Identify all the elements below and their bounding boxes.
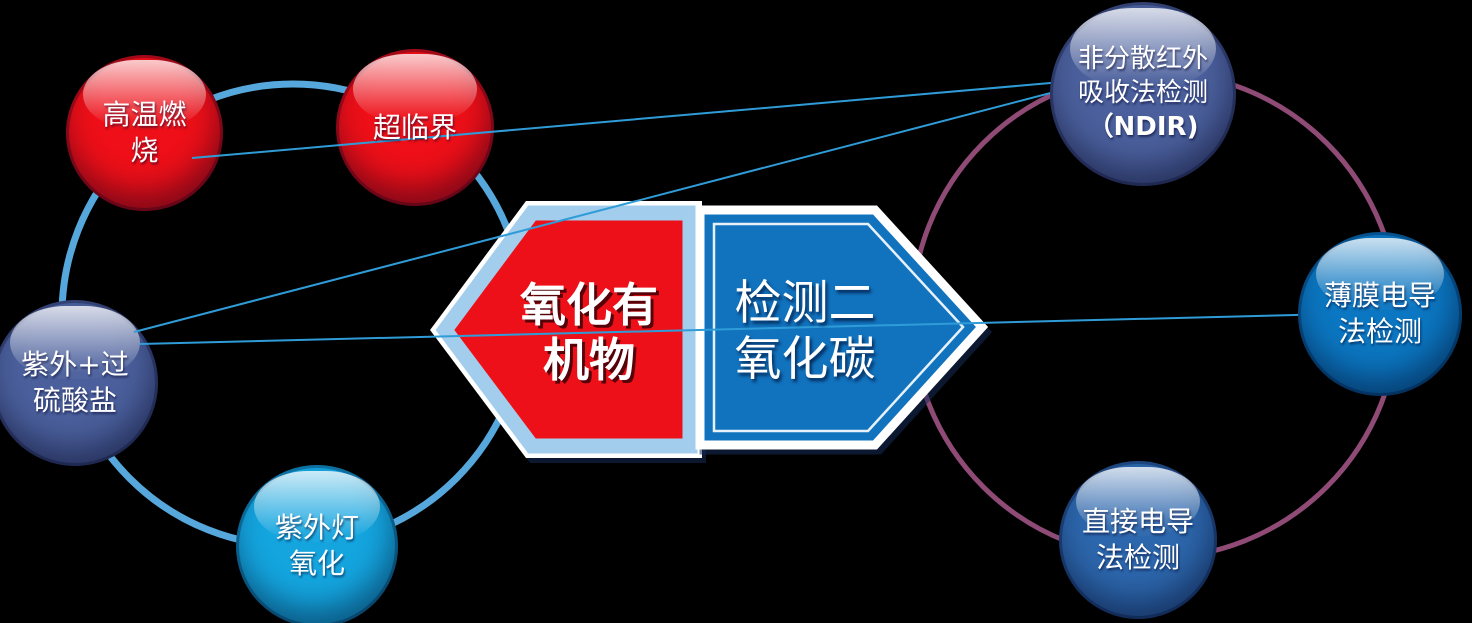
node-uv-persulfate: 紫外+过 硫酸盐 <box>0 300 158 466</box>
node-label: 薄膜电导 法检测 <box>1323 279 1436 348</box>
node-high-temp-combustion: 高温燃 烧 <box>66 55 223 211</box>
node-direct-conductivity: 直接电导 法检测 <box>1059 461 1217 619</box>
node-ndir: 非分散红外 吸收法检测（NDIR) <box>1050 2 1236 186</box>
node-supercritical: 超临界 <box>336 49 494 206</box>
connector-combustion-ndir <box>191 79 1086 159</box>
node-label: 高温燃 烧 <box>102 98 187 167</box>
detect-arrow-shape <box>695 205 989 450</box>
connector-persulfate-ndir <box>133 83 1086 333</box>
node-label: 紫外+过 硫酸盐 <box>21 348 129 417</box>
node-label: 非分散红外 吸收法检测（NDIR) <box>1078 43 1208 144</box>
node-uv-lamp-oxidation: 紫外灯 氧化 <box>236 465 398 623</box>
node-label: 紫外灯 氧化 <box>274 511 359 580</box>
node-label: 超临界 <box>372 110 457 144</box>
connector-persulfate-membrane <box>139 313 1336 345</box>
ndir-sublabel: （NDIR) <box>1087 111 1199 142</box>
detect-arrow-label: 检测二 氧化碳 <box>734 275 876 387</box>
node-membrane-conductivity: 薄膜电导 法检测 <box>1298 232 1462 396</box>
node-label: 直接电导 法检测 <box>1081 505 1194 574</box>
oxidize-arrow-label: 氧化有 机物 <box>520 278 658 387</box>
